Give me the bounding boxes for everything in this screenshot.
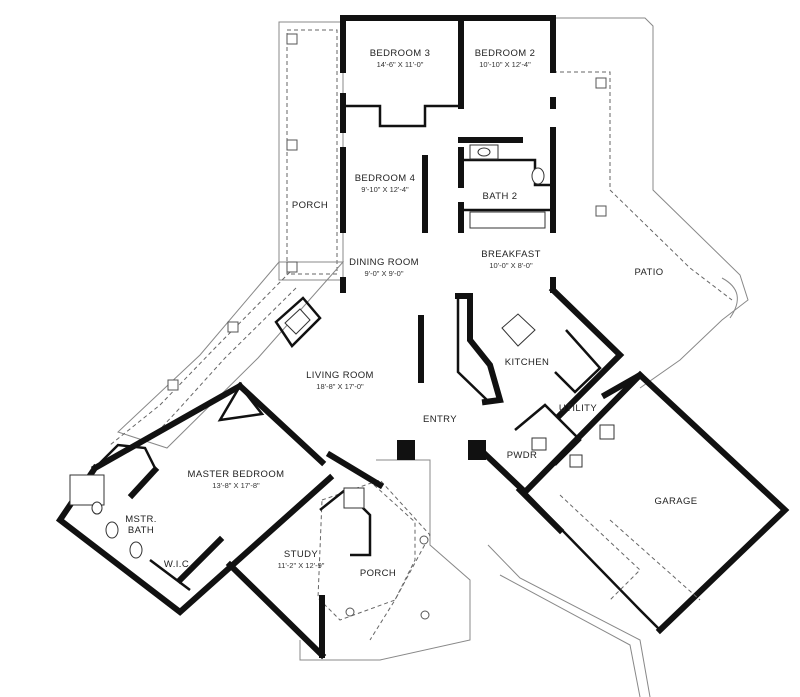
- center-walls: [90, 285, 625, 490]
- porch-front-label: PORCH: [360, 568, 396, 579]
- powder-room-label: PWDR: [507, 450, 538, 461]
- breakfast-label: BREAKFAST: [481, 249, 541, 260]
- patio-outline: [553, 17, 749, 389]
- master-bath-label-line1: MSTR.: [125, 514, 157, 525]
- study-dimensions: 11'-2" X 12'-9": [278, 561, 325, 570]
- living-room-label: LIVING ROOM: [306, 370, 374, 381]
- bedroom3-dimensions: 14'-6" X 11'-0": [377, 60, 424, 69]
- garage-floor-marks: [559, 494, 701, 601]
- bedroom4-dimensions: 9'-10" X 12'-4": [361, 185, 409, 194]
- utility-label: UTILITY: [559, 403, 597, 414]
- patio-label: PATIO: [634, 267, 663, 278]
- entry-label: ENTRY: [423, 414, 457, 425]
- front-walk-outline: [299, 459, 651, 697]
- living-room-dimensions: 18'-8" X 17'-0": [316, 382, 364, 391]
- master-bedroom-dimensions: 13'-8" X 17'-8": [212, 481, 260, 490]
- bedroom2-label: BEDROOM 2: [475, 48, 536, 59]
- bedroom2-dimensions: 10'-10" X 12'-4": [479, 60, 531, 69]
- garage-utility-walls: [481, 370, 790, 635]
- bedroom-wing-walls: [340, 15, 556, 293]
- porch-outline-top: [278, 21, 344, 281]
- bedroom3-label: BEDROOM 3: [370, 48, 431, 59]
- garage-label: GARAGE: [654, 496, 697, 507]
- walk-in-closet-label: W.I.C.: [164, 559, 192, 570]
- porch-posts: [167, 33, 607, 620]
- porch-top-label: PORCH: [292, 200, 328, 211]
- bath2-fixtures: [469, 144, 546, 229]
- breakfast-dimensions: 10'-0" X 8'-0": [489, 261, 533, 270]
- porch-outline-front: [317, 479, 431, 621]
- porch-outline-left: [109, 261, 345, 449]
- master-suite-walls: [55, 443, 372, 660]
- dining-room-dimensions: 9'-0" X 9'-0": [364, 269, 403, 278]
- bath2-label: BATH 2: [483, 191, 518, 202]
- study-label: STUDY: [284, 549, 318, 560]
- bedroom4-label: BEDROOM 4: [355, 173, 416, 184]
- master-bedroom-label: MASTER BEDROOM: [188, 469, 285, 480]
- kitchen-label: KITCHEN: [505, 357, 550, 368]
- master-bath-label-line2: BATH: [128, 525, 154, 536]
- dining-room-label: DINING ROOM: [349, 257, 419, 268]
